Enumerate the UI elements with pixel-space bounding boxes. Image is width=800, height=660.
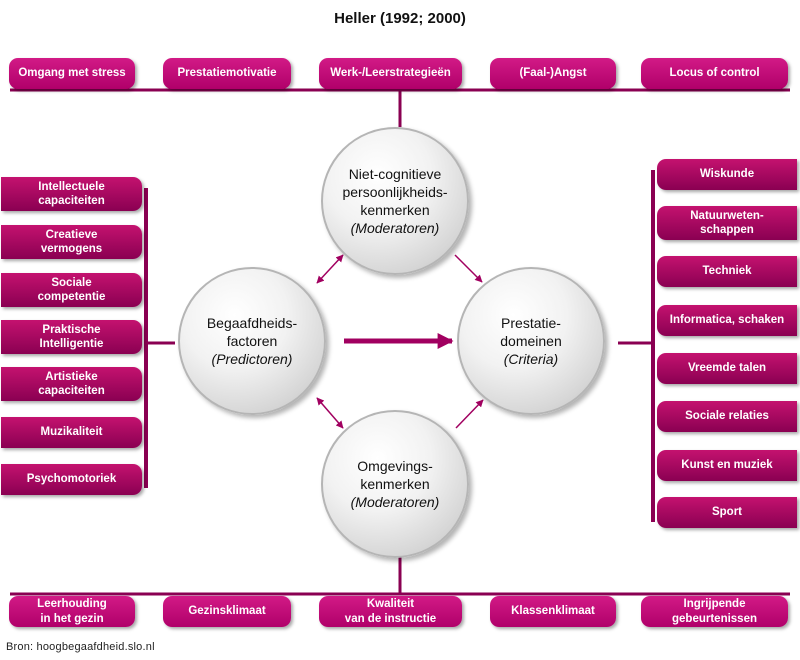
top-item: Werk-/Leerstrategieën — [319, 58, 462, 89]
right-item: Sociale relaties — [657, 401, 797, 432]
arrow-bottom-right — [455, 399, 484, 429]
bottom-item: Gezinsklimaat — [163, 596, 291, 627]
left-item: Psychomotoriek — [1, 464, 142, 495]
top-item: Omgang met stress — [9, 58, 135, 89]
top-item: Locus of control — [641, 58, 788, 89]
left-item: Praktische Intelligentie — [1, 320, 142, 354]
circle-performance-domains: Prestatie- domeinen (Criteria) — [457, 267, 605, 415]
arrow-top-right — [454, 254, 483, 283]
circle-label: Omgevings- kenmerken — [357, 457, 433, 492]
left-item: Sociale competentie — [1, 273, 142, 307]
circle-environment: Omgevings- kenmerken (Moderatoren) — [321, 410, 469, 558]
left-item: Muzikaliteit — [1, 417, 142, 448]
left-item: Creatieve vermogens — [1, 225, 142, 259]
bottom-item: Ingrijpende gebeurtenissen — [641, 596, 788, 627]
circle-sublabel: (Moderatoren) — [350, 494, 440, 511]
top-item: Prestatiemotivatie — [163, 58, 291, 89]
circle-sublabel: (Criteria) — [503, 351, 559, 368]
right-item: Sport — [657, 497, 797, 528]
top-item: (Faal-)Angst — [490, 58, 616, 89]
right-item: Natuurweten- schappen — [657, 206, 797, 240]
right-item: Informatica, schaken — [657, 305, 797, 336]
left-item: Artistieke capaciteiten — [1, 367, 142, 401]
circle-non-cognitive: Niet-cognitieve persoonlijkheids- kenmer… — [321, 127, 469, 275]
circle-label: Prestatie- domeinen — [500, 314, 562, 349]
right-item: Vreemde talen — [657, 353, 797, 384]
circle-label: Niet-cognitieve persoonlijkheids- kenmer… — [342, 165, 448, 218]
right-item: Techniek — [657, 256, 797, 287]
right-item: Kunst en muziek — [657, 450, 797, 481]
bottom-item: Kwaliteit van de instructie — [319, 596, 462, 627]
circle-sublabel: (Predictoren) — [211, 351, 293, 368]
left-item: Intellectuele capaciteiten — [1, 177, 142, 211]
bottom-item: Leerhouding in het gezin — [9, 596, 135, 627]
arrow-left-bottom — [316, 397, 344, 429]
bottom-item: Klassenklimaat — [490, 596, 616, 627]
circle-sublabel: (Moderatoren) — [350, 220, 440, 237]
source-caption: Bron: hoogbegaafdheid.slo.nl — [6, 641, 155, 653]
circle-giftedness-factors: Begaafdheids- factoren (Predictoren) — [178, 267, 326, 415]
circle-label: Begaafdheids- factoren — [206, 314, 298, 349]
right-item: Wiskunde — [657, 159, 797, 190]
arrow-left-top — [316, 254, 344, 284]
diagram-title: Heller (1992; 2000) — [334, 10, 466, 27]
